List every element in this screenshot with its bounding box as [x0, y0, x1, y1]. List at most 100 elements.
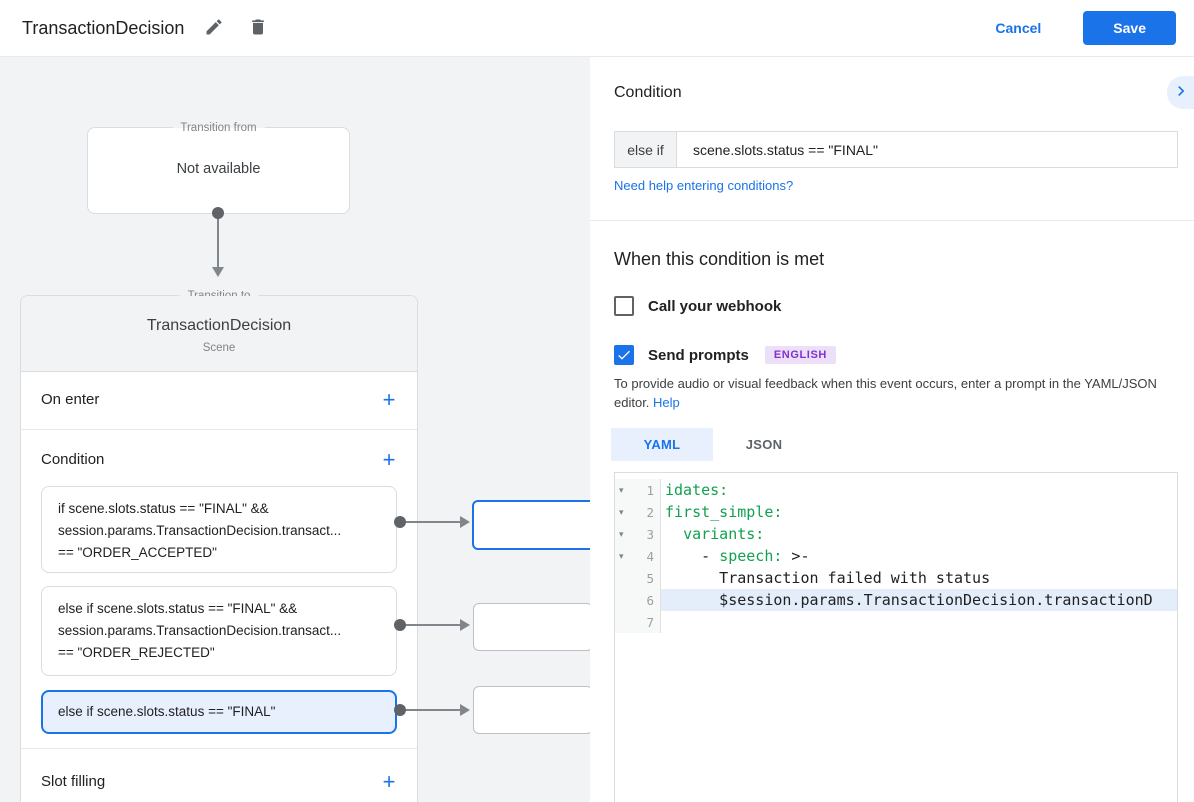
- trash-icon: [248, 17, 268, 40]
- condition-prefix: else if: [615, 132, 677, 167]
- transition-target-box-selected[interactable]: [472, 500, 604, 550]
- prompt-description-text: To provide audio or visual feedback when…: [614, 376, 1157, 410]
- code-text: idates:: [665, 481, 729, 499]
- code-line: 5 Transaction failed with status: [615, 567, 1177, 589]
- code-text: $session.params.TransactionDecision.tran…: [661, 589, 1177, 611]
- arrow-right-icon: [460, 619, 470, 631]
- connector-dot: [394, 516, 406, 528]
- connector-line: [404, 521, 462, 523]
- condition-line: session.params.TransactionDecision.trans…: [58, 523, 342, 538]
- transition-from-content: Not available: [176, 161, 261, 177]
- add-icon: +: [382, 387, 396, 412]
- connector-dot: [394, 704, 406, 716]
- transition-target-box[interactable]: [473, 603, 593, 651]
- line-number: 5: [646, 570, 654, 586]
- checkbox-checked-icon[interactable]: [614, 345, 634, 365]
- edit-title-button[interactable]: [200, 13, 228, 44]
- condition-line: else if scene.slots.status == "FINAL" &&: [58, 601, 298, 616]
- fold-arrow-icon[interactable]: ▾: [619, 484, 624, 495]
- line-number: 6: [646, 592, 654, 608]
- conditions-help-link[interactable]: Need help entering conditions?: [614, 178, 794, 193]
- editor-gutter: ▾3: [615, 523, 661, 545]
- cancel-button[interactable]: Cancel: [989, 19, 1047, 37]
- editor-gutter: ▾4: [615, 545, 661, 567]
- code-line: 7: [615, 611, 1177, 633]
- connector-dot: [212, 207, 224, 219]
- checkbox-unchecked-icon[interactable]: [614, 296, 634, 316]
- line-number: 2: [646, 504, 654, 520]
- code-text: - speech: >-: [665, 547, 810, 565]
- transition-to-card: Transition to TransactionDecision Scene …: [20, 288, 418, 802]
- on-enter-section-title: On enter: [41, 391, 100, 408]
- editor-gutter: 6: [615, 589, 661, 611]
- connector-line: [404, 624, 462, 626]
- condition-item-3-selected[interactable]: else if scene.slots.status == "FINAL": [41, 690, 397, 734]
- connector-line: [217, 215, 219, 267]
- condition-input[interactable]: scene.slots.status == "FINAL": [693, 141, 879, 158]
- condition-line: else if scene.slots.status == "FINAL": [58, 704, 276, 719]
- editor-gutter: 7: [615, 611, 661, 633]
- page-title: TransactionDecision: [22, 17, 185, 38]
- condition-item-2[interactable]: else if scene.slots.status == "FINAL" &&…: [41, 586, 397, 676]
- condition-editor-panel: Condition else if scene.slots.status == …: [590, 57, 1194, 802]
- chevron-right-icon: [1171, 81, 1191, 104]
- condition-line: session.params.TransactionDecision.trans…: [58, 623, 342, 638]
- section-divider: [21, 429, 417, 430]
- webhook-checkbox-row[interactable]: Call your webhook: [614, 296, 781, 316]
- code-line: 6 $session.params.TransactionDecision.tr…: [615, 589, 1177, 611]
- help-link[interactable]: Help: [653, 395, 680, 410]
- condition-item-1[interactable]: if scene.slots.status == "FINAL" && sess…: [41, 486, 397, 573]
- add-slot-button[interactable]: +: [377, 770, 401, 794]
- connector-dot: [394, 619, 406, 631]
- transition-from-label: Transition from: [172, 120, 265, 136]
- fold-arrow-icon[interactable]: ▾: [619, 528, 624, 539]
- add-on-enter-button[interactable]: +: [377, 388, 401, 412]
- fold-arrow-icon[interactable]: ▾: [619, 506, 624, 517]
- panel-divider: [590, 220, 1194, 221]
- delete-scene-button[interactable]: [244, 13, 272, 44]
- code-text: first_simple:: [665, 503, 783, 521]
- condition-line: == "ORDER_REJECTED": [58, 645, 215, 660]
- add-icon: +: [382, 769, 396, 794]
- tab-yaml[interactable]: YAML: [611, 428, 713, 461]
- connector-line: [404, 709, 462, 711]
- condition-expression-row: else if scene.slots.status == "FINAL": [614, 131, 1178, 168]
- tab-json[interactable]: JSON: [713, 428, 815, 461]
- code-line: ▾4 - speech: >-: [615, 545, 1177, 567]
- prompt-description: To provide audio or visual feedback when…: [614, 374, 1180, 412]
- editor-gutter: ▾2: [615, 501, 661, 523]
- editor-gutter: ▾1: [615, 479, 661, 501]
- fold-arrow-icon[interactable]: ▾: [619, 550, 624, 561]
- save-button[interactable]: Save: [1083, 11, 1176, 45]
- line-number: 1: [646, 482, 654, 498]
- panel-title: Condition: [614, 84, 682, 101]
- transition-target-box[interactable]: [473, 686, 593, 734]
- transition-from-box[interactable]: Transition from Not available: [87, 120, 350, 214]
- line-number: 3: [646, 526, 654, 542]
- condition-line: if scene.slots.status == "FINAL" &&: [58, 501, 269, 516]
- when-met-title: When this condition is met: [614, 249, 825, 269]
- arrow-right-icon: [460, 704, 470, 716]
- code-text: Transaction failed with status: [665, 569, 991, 587]
- send-prompts-checkbox-row[interactable]: Send prompts ENGLISH: [614, 345, 836, 365]
- scene-name: TransactionDecision: [146, 317, 292, 334]
- code-text: variants:: [683, 525, 765, 543]
- line-number: 4: [646, 548, 654, 564]
- pencil-icon: [204, 17, 224, 40]
- collapse-panel-button[interactable]: [1167, 76, 1194, 109]
- editor-tabs: YAML JSON: [611, 428, 815, 461]
- top-bar: TransactionDecision Cancel Save: [0, 0, 1194, 57]
- scene-header: TransactionDecision Scene: [21, 296, 417, 372]
- scene-type: Scene: [202, 342, 236, 354]
- add-condition-button[interactable]: +: [377, 448, 401, 472]
- arrow-down-icon: [212, 267, 224, 277]
- editor-gutter: 5: [615, 567, 661, 589]
- condition-section-title: Condition: [41, 451, 105, 468]
- condition-line: == "ORDER_ACCEPTED": [58, 545, 217, 560]
- line-number: 7: [646, 614, 654, 630]
